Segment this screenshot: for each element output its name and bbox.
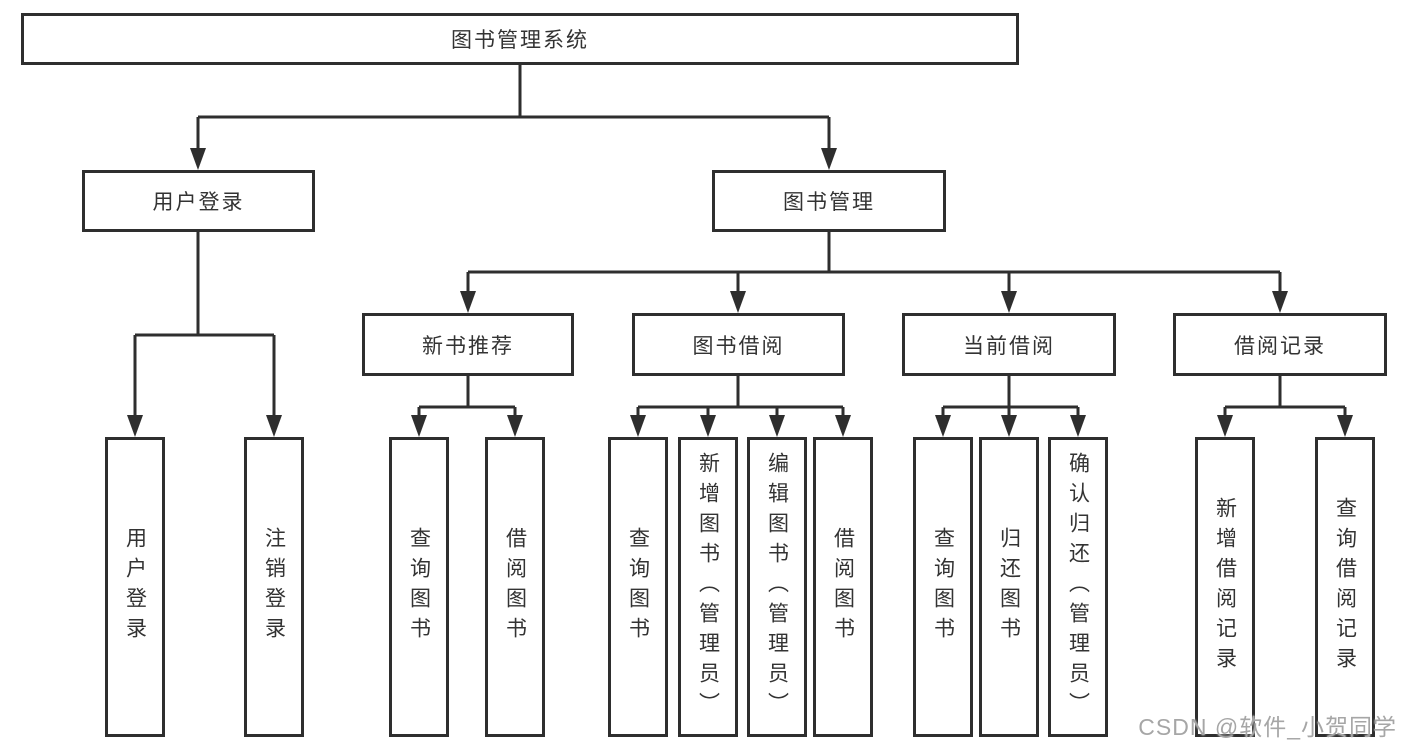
leaf-query-books-3: 查询图书 <box>913 437 973 737</box>
node-user-login: 用户登录 <box>82 170 315 232</box>
leaf-edit-books-admin: 编辑图书（管理员） <box>747 437 807 737</box>
node-book-management: 图书管理 <box>712 170 946 232</box>
leaf-user-login: 用户登录 <box>105 437 165 737</box>
leaf-return-books: 归还图书 <box>979 437 1039 737</box>
leaf-query-books-2: 查询图书 <box>608 437 668 737</box>
node-borrowing-records: 借阅记录 <box>1173 313 1387 376</box>
leaf-query-books: 查询图书 <box>389 437 449 737</box>
leaf-borrow-books-2: 借阅图书 <box>813 437 873 737</box>
leaf-add-borrow-record: 新增借阅记录 <box>1195 437 1255 737</box>
csdn-watermark: CSDN @软件_小贺同学 <box>1138 714 1397 740</box>
leaf-logout: 注销登录 <box>244 437 304 737</box>
node-library-system: 图书管理系统 <box>21 13 1019 65</box>
node-book-borrowing: 图书借阅 <box>632 313 845 376</box>
leaf-borrow-books: 借阅图书 <box>485 437 545 737</box>
leaf-confirm-return-admin: 确认归还（管理员） <box>1048 437 1108 737</box>
leaf-query-borrow-record: 查询借阅记录 <box>1315 437 1375 737</box>
leaf-add-books-admin: 新增图书（管理员） <box>678 437 738 737</box>
node-current-borrowing: 当前借阅 <box>902 313 1116 376</box>
node-new-book-recommend: 新书推荐 <box>362 313 574 376</box>
